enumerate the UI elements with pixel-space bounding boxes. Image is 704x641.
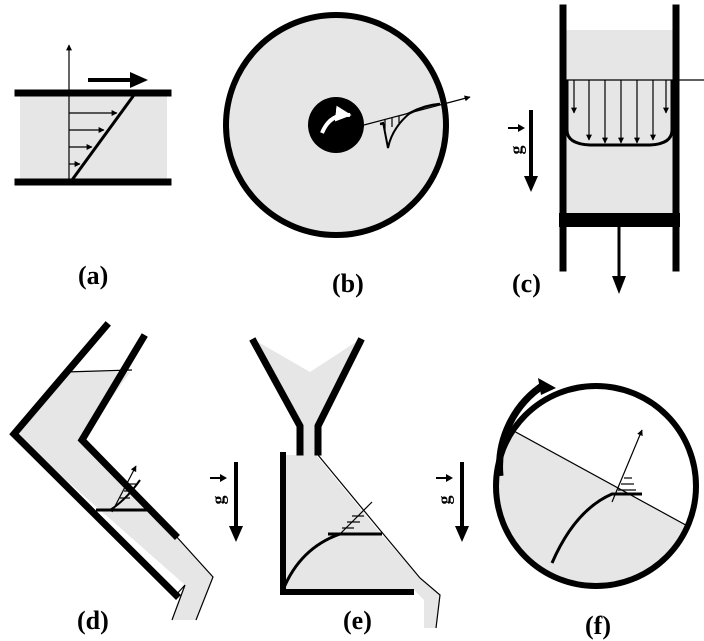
rotating-inner-cylinder (308, 97, 364, 153)
outlet-left (171, 584, 186, 621)
chute-left-wall (9, 321, 181, 600)
silo-corner-wall (280, 452, 414, 595)
rotation-arrow-head (538, 378, 556, 395)
gravity-indicator: g (506, 110, 538, 192)
radial-axis (363, 95, 471, 126)
gravity-indicator: g (434, 462, 469, 542)
silo-free-surface (317, 454, 441, 629)
chute-right-wall (77, 333, 180, 540)
normal-axis (611, 429, 643, 503)
panel-label-b: (b) (332, 269, 364, 298)
panel-a-plane-shear: (a) (14, 44, 172, 290)
panel-label-d: (d) (77, 606, 109, 635)
granular-column (566, 30, 673, 213)
gravity-label: g (208, 496, 228, 505)
gravity-label: g (506, 146, 526, 155)
velocity-vectors (571, 80, 669, 144)
gravity-indicator: g (208, 462, 243, 542)
piston-direction-arrow (612, 276, 626, 294)
panel-c-vertical-chute: g (c) (506, 4, 704, 298)
velocity-vectors (120, 483, 138, 499)
outlet-right (174, 534, 214, 621)
slope-line (339, 501, 373, 535)
drum-wall (493, 383, 699, 589)
panel-label-c: (c) (512, 269, 541, 298)
hopper-left-wall (249, 337, 304, 456)
velocity-profile (281, 532, 341, 591)
velocity-vectors (384, 116, 400, 130)
panel-label-e: (e) (343, 606, 372, 635)
panel-f-rotating-drum: g (f) (434, 378, 699, 640)
gravity-label: g (434, 496, 454, 505)
plug-velocity-profile (565, 80, 674, 147)
linear-velocity-profile (70, 94, 136, 181)
velocity-vectors (618, 477, 636, 491)
granular-layer (20, 95, 167, 181)
piston (559, 213, 680, 227)
panel-label-f: (f) (585, 611, 611, 640)
plate-velocity-arrow (88, 72, 148, 88)
panel-d-inclined-chute: g (d) (9, 321, 243, 635)
granular-flow (16, 372, 213, 620)
velocity-profile (550, 492, 642, 564)
velocity-vectors (342, 515, 364, 529)
hopper-right-wall (314, 337, 365, 456)
rotation-arrow-icon (320, 105, 352, 134)
velocity-vectors (69, 110, 118, 167)
panel-label-a: (a) (78, 261, 108, 290)
drum-rotation-arc (496, 381, 547, 477)
height-axis (111, 465, 137, 513)
granular-bed (496, 418, 696, 586)
panel-e-silo-discharge: (e) (249, 337, 441, 635)
panel-b-annular-shear: (b) (223, 12, 471, 298)
free-surface (496, 417, 696, 536)
shear-band-profile-lower (382, 112, 411, 149)
